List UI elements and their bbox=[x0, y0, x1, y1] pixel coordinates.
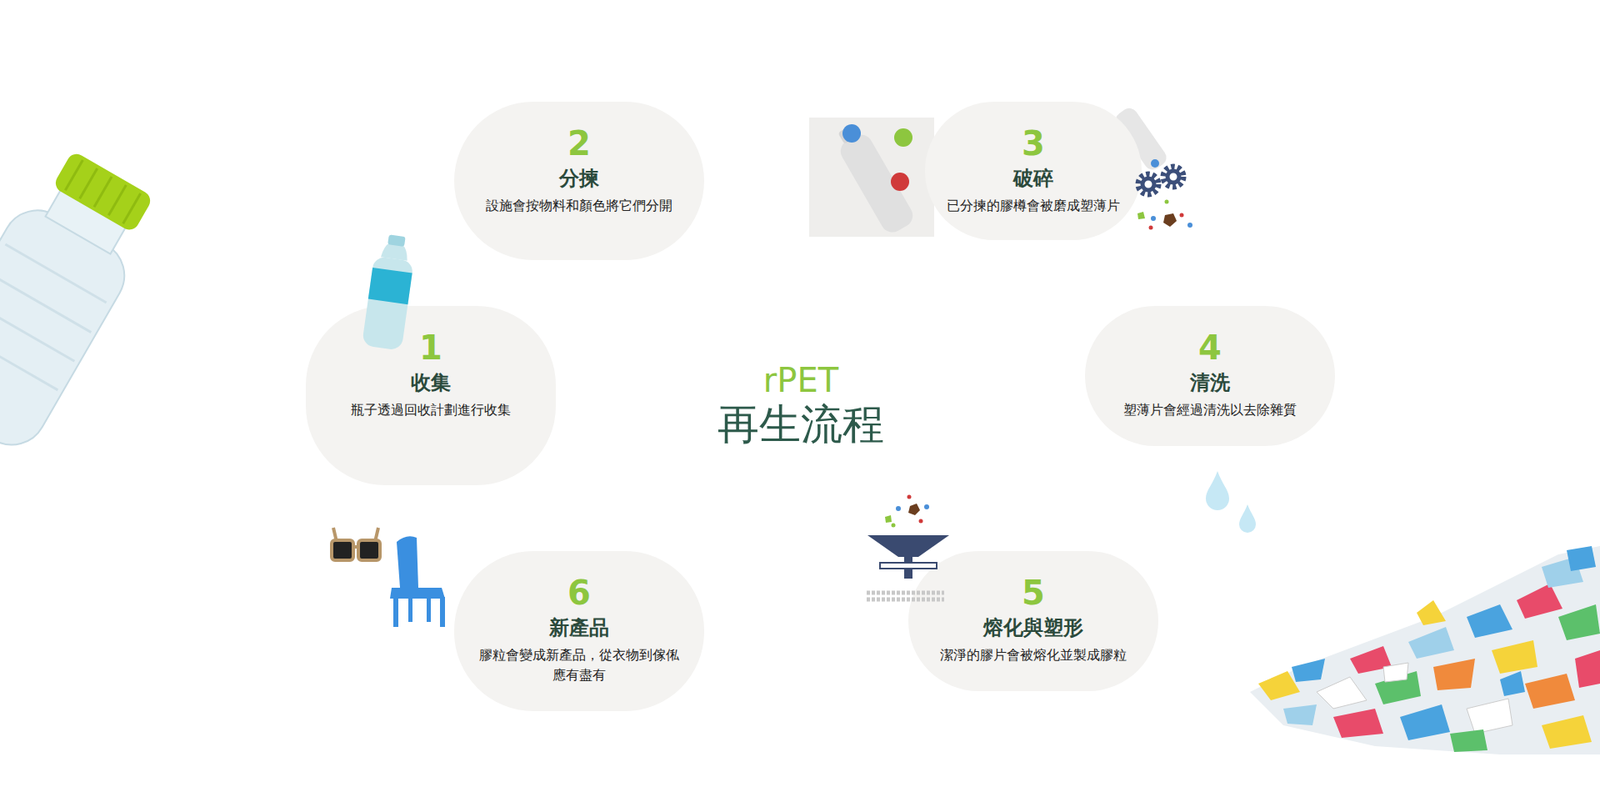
sorting-panel bbox=[809, 117, 935, 237]
step-bubble: 6 新產品膠粒會變成新產品，從衣物到傢俬應有盡有 bbox=[454, 550, 705, 711]
step-heading: 破碎 bbox=[1013, 165, 1054, 191]
step-heading: 新產品 bbox=[549, 615, 610, 640]
step-number: 4 bbox=[1198, 329, 1222, 366]
step-number: 3 bbox=[1021, 125, 1045, 162]
step-bubble: 3 破碎已分揀的膠樽會被磨成塑薄片 bbox=[925, 101, 1142, 240]
water-drops bbox=[1205, 470, 1256, 533]
step-description: 已分揀的膠樽會被磨成塑薄片 bbox=[946, 195, 1120, 216]
step-number: 2 bbox=[567, 125, 591, 162]
step-description: 潔淨的膠片會被熔化並製成膠粒 bbox=[940, 645, 1127, 665]
step-number: 5 bbox=[1021, 574, 1045, 611]
sunglasses bbox=[331, 527, 380, 560]
step-description: 瓶子透過回收計劃進行收集 bbox=[350, 400, 511, 420]
melting-funnel bbox=[866, 495, 950, 600]
step-bubble: 4 清洗塑薄片會經過清洗以去除雜質 bbox=[1085, 305, 1335, 446]
step-heading: 分揀 bbox=[559, 165, 600, 191]
diagram-title: rPET 再生流程 bbox=[700, 354, 901, 448]
red-cap bbox=[890, 172, 910, 191]
step-bubble: 2 分揀設施會按物料和顏色將它們分開 bbox=[454, 101, 705, 260]
step-heading: 清洗 bbox=[1190, 370, 1230, 395]
large-bottle bbox=[0, 140, 170, 457]
step-number: 6 bbox=[567, 574, 591, 611]
step-description: 設施會按物料和顏色將它們分開 bbox=[485, 195, 673, 216]
step-heading: 熔化與塑形 bbox=[983, 615, 1084, 640]
flakes-small bbox=[1137, 200, 1193, 230]
step-heading: 收集 bbox=[410, 370, 451, 395]
flake bbox=[1150, 159, 1160, 168]
plastic-chair bbox=[390, 535, 445, 627]
sorting-bottle bbox=[830, 120, 918, 237]
step-bubble: 5 熔化與塑形潔淨的膠片會被熔化並製成膠粒 bbox=[908, 550, 1159, 691]
step-number: 1 bbox=[419, 329, 443, 366]
blue-cap bbox=[842, 124, 861, 143]
step-description: 塑薄片會經過清洗以去除雜質 bbox=[1123, 400, 1297, 420]
water-bottle bbox=[361, 232, 417, 350]
green-cap bbox=[894, 128, 913, 147]
gears bbox=[1139, 167, 1183, 194]
step-description: 膠粒會變成新產品，從衣物到傢俬應有盡有 bbox=[475, 645, 684, 685]
plastic-flakes-pile bbox=[1250, 545, 1600, 755]
step-bubble: 1 收集瓶子透過回收計劃進行收集 bbox=[305, 305, 556, 485]
